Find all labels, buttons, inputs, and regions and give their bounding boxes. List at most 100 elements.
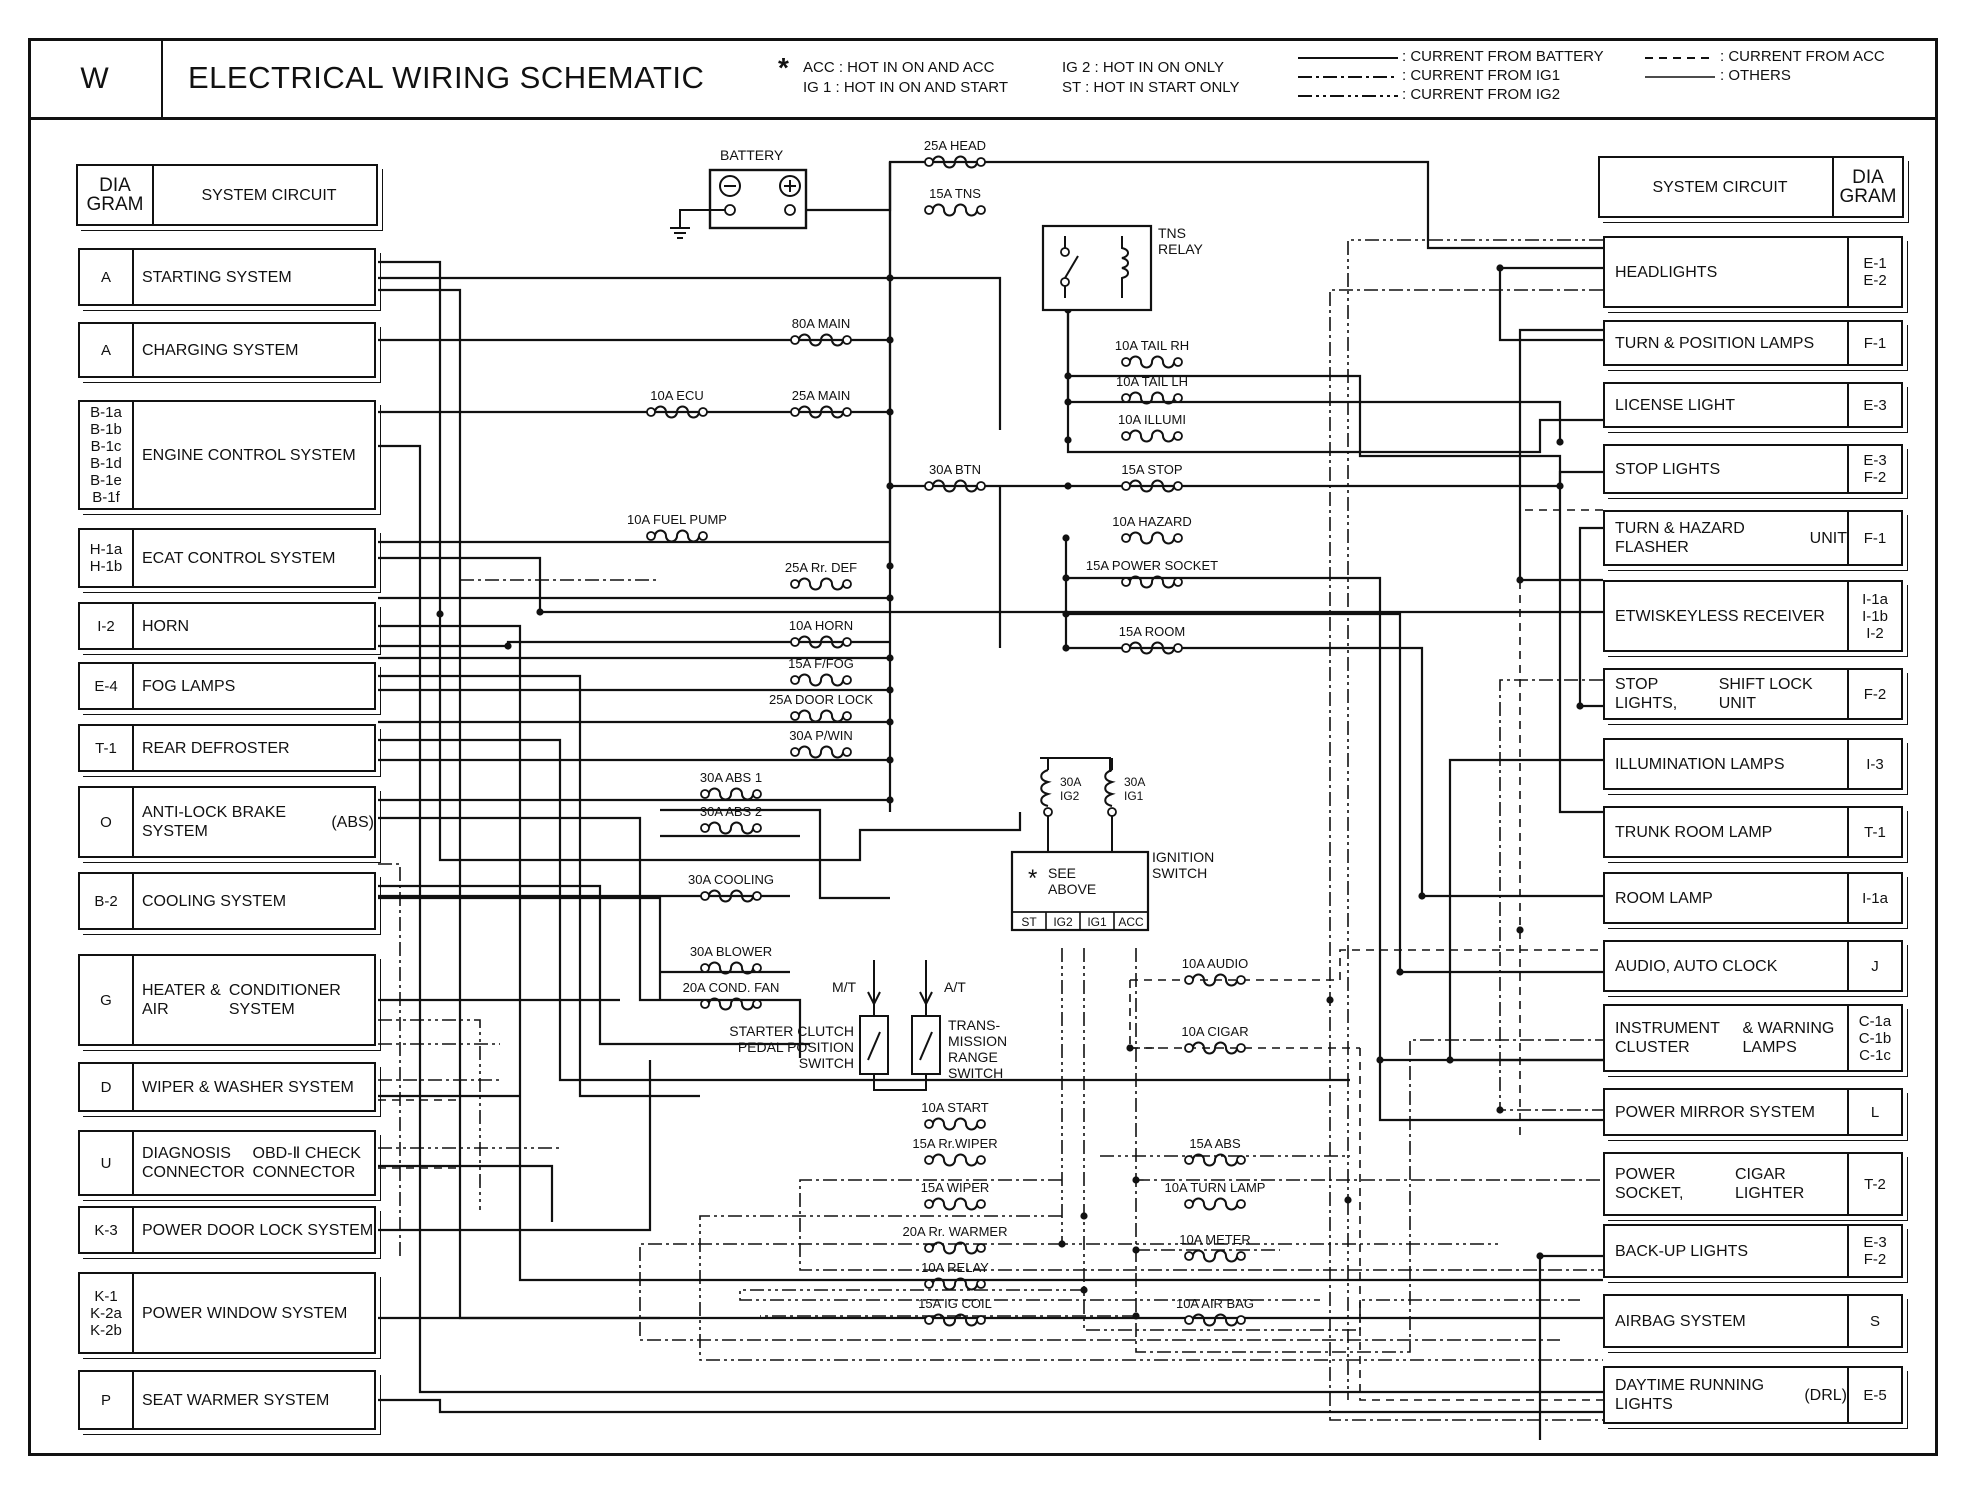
system-label: CHARGING SYSTEM [142,341,299,359]
wire [378,444,1603,1394]
fuse-abs2: 30A ABS 2 [700,804,762,835]
fuse-stop: 15A STOP [1121,462,1183,493]
hot-note-st: ST : HOT IN START ONLY [1062,79,1240,96]
system-label: AIRBAG SYSTEM [1615,1312,1746,1330]
legend-others: : OTHERS [1720,67,1791,84]
ignition-terminal-acc: ACC [1118,915,1144,929]
fuse-label: 20A Rr. WARMER [903,1224,1008,1239]
fuse-tail-lh: 10A TAIL LH [1116,374,1188,405]
wire [378,1164,554,1222]
junction-dot [1132,1312,1140,1320]
wire [1499,679,1603,1111]
ignition-terminal-ig1: IG1 [1087,915,1107,929]
junction-dot [504,642,512,650]
diagram-code: A [80,250,134,304]
fuse-label: 30A P/WIN [789,728,853,743]
fuse-label: 10A ILLUMI [1118,412,1186,427]
wire [739,1289,1320,1301]
fuse-label: 15A ABS [1189,1136,1241,1151]
battery-label: BATTERY [720,147,784,163]
junction-dot [1080,1286,1088,1294]
junction-dot [1080,1212,1088,1220]
fuse-ig-coil: 15A IG COIL [918,1296,992,1327]
fuse-door-lock: 25A DOOR LOCK [769,692,873,723]
diagram-code: E-5 [1847,1368,1901,1422]
system-label: POWER DOOR LOCK SYSTEM [142,1221,374,1239]
wire [378,1398,1603,1414]
wire [1064,538,1370,650]
wire [1061,948,1500,1245]
fuse-horn: 10A HORN [789,618,853,649]
system-label: WIPER & WASHER SYSTEM [142,1078,354,1096]
wire [378,624,1603,1282]
junction-dot [886,408,894,416]
fuse-label: 30A BTN [929,462,981,477]
fuse-blower: 30A BLOWER [690,944,772,975]
auto-trans-label: A/T [944,979,966,995]
fuse-start: 10A START [921,1100,989,1131]
fuse-label: 10A ECU [650,388,703,403]
fuse-rr-warmer: 20A Rr. WARMER [903,1224,1008,1255]
hot-note-acc: ACC : HOT IN ON AND ACC [803,59,995,76]
junction-dot [1126,1044,1134,1052]
legend-battery: : CURRENT FROM BATTERY [1402,48,1604,65]
system-label: STARTING SYSTEM [142,268,292,286]
system-label: FOG LAMPS [142,677,236,695]
manual-trans-label: M/T [832,979,857,995]
wire [378,260,1022,862]
fuse-label: 20A COND. FAN [683,980,780,995]
junction-dot [886,274,894,282]
fuse-audio: 10A AUDIO [1182,956,1248,987]
ignition-terminal-ig2: IG2 [1053,915,1073,929]
diagram-code: D [80,1064,134,1110]
system-label: TURN & POSITION LAMPS [1615,334,1815,352]
diagram-code: L [1847,1090,1901,1134]
wire [720,160,1603,250]
wire [378,1060,652,1232]
junction-dot [1064,398,1072,406]
junction-dot [886,718,894,726]
junction-dot [886,562,894,570]
junction-dot [1556,482,1564,490]
wire [1370,470,1603,488]
junction-dot [1132,1246,1140,1254]
left-system-box: D WIPER & WASHER SYSTEM [78,1062,376,1112]
fuse-room: 15A ROOM [1119,624,1185,655]
fuse-fuel-pump: 10A FUEL PUMP [627,512,727,543]
fuse-label: 15A WIPER [921,1180,990,1195]
diagram-code: U [80,1132,134,1194]
wire [1083,948,1580,1331]
fuse-label: 10A AIR BAG [1176,1296,1254,1311]
fuse-label: 15A POWER SOCKET [1086,558,1218,573]
fuse-air-bag: 10A AIR BAG [1176,1296,1254,1327]
system-label: ILLUMINATION LAMPS [1615,755,1785,773]
wire [378,738,1350,1082]
wire [378,1019,481,1210]
fuse-label: 30A COOLING [688,872,774,887]
system-label: ECAT CONTROL SYSTEM [142,549,336,567]
diagram-code: I-3 [1847,740,1901,788]
junction-dot [1064,372,1072,380]
fuse-label: 25A Rr. DEF [785,560,857,575]
section-code: W [28,38,163,120]
wire [378,863,401,1260]
system-label: TRUNK ROOM LAMP [1615,823,1773,841]
junction-dot [1062,644,1070,652]
system-label: AUDIO, AUTO CLOCK [1615,957,1778,975]
hot-note-ig1: IG 1 : HOT IN ON AND START [803,79,1009,96]
wire [660,808,890,900]
